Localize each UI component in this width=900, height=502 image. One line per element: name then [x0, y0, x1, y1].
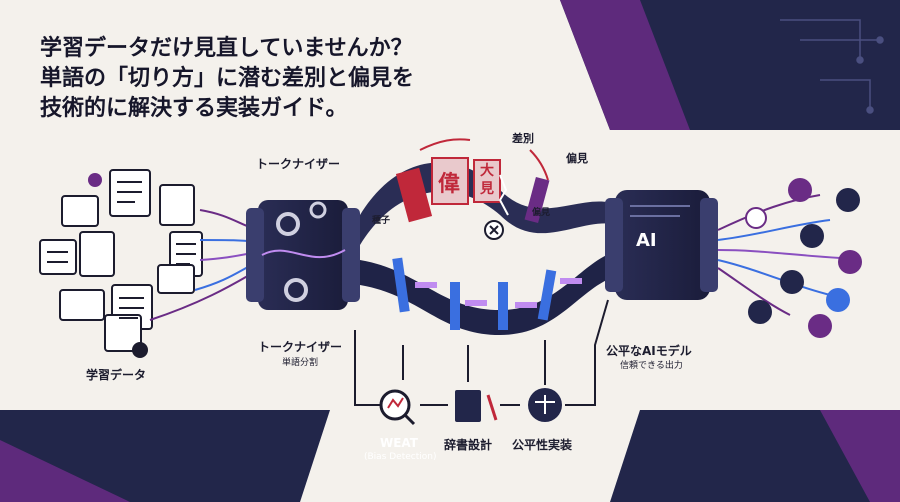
tokenizer-label-bottom: トークナイザー [258, 340, 343, 354]
document-icon [104, 314, 142, 352]
chat-icon [61, 195, 99, 227]
corner-bottom-right-accent [820, 410, 900, 502]
biased-tokens [395, 157, 550, 240]
profile-card-icon [159, 184, 195, 226]
headline-line-1: 学習データだけ見直していませんか？ [40, 36, 413, 61]
bias-arrows [419, 138, 549, 181]
weat-sub-label: (Bias Detection) [364, 452, 437, 462]
discrimination-label: 差別 [512, 132, 534, 145]
headline: 学習データだけ見直していませんか？ 単語の「切り方」に潜む差別と偏見を 技術的に… [40, 34, 414, 124]
user-icons [745, 178, 862, 338]
token-great: 偉 [438, 172, 461, 197]
token-child-tag: 種子 [372, 216, 391, 226]
fair-ai-sub-label: 信頼できる出力 [620, 361, 683, 371]
circuit-pattern [780, 19, 884, 114]
dictionary-label: 辞書設計 [444, 438, 493, 452]
corner-top-accent [560, 0, 690, 130]
tokenizer-machine [246, 200, 360, 310]
user-icon [838, 250, 862, 274]
user-icon [836, 188, 860, 212]
chart-card-icon [79, 231, 115, 277]
user-icon [808, 314, 832, 338]
fair-token-band [360, 250, 620, 335]
headline-line-3: 技術的に解決する実装ガイド。 [40, 96, 348, 121]
user-icon [826, 288, 850, 312]
dictionary-icon [455, 390, 481, 422]
document-icon [39, 239, 77, 275]
token-big: 大 [480, 163, 494, 179]
token-see: 見 [480, 181, 494, 197]
document-lines [47, 181, 196, 319]
training-data-label: 学習データ [86, 368, 147, 382]
tool-pipeline [354, 299, 609, 426]
chat-icon [59, 289, 105, 321]
user-icon [800, 224, 824, 248]
fair-ai-label: 公平なAIモデル [606, 344, 692, 358]
fair-tokens [392, 257, 582, 330]
output-streams [717, 194, 841, 316]
note-icon [157, 264, 195, 294]
fairness-label: 公平性実装 [512, 438, 573, 452]
magnifier-icon [379, 389, 411, 421]
tokenizer-sub-label: 単語分割 [282, 358, 319, 368]
dot-icon [88, 173, 102, 187]
tokenizer-label-top: トークナイザー [256, 157, 341, 171]
biased-token-band [360, 162, 620, 245]
corner-bottom-right [610, 410, 900, 502]
pen-icon [486, 394, 498, 421]
prejudice-label: 偏見 [566, 152, 588, 165]
user-icon [780, 270, 804, 294]
prejudice-tag: 偏見 [532, 208, 551, 218]
corner-bottom-left-accent [0, 440, 130, 502]
corner-bottom-left [0, 410, 330, 502]
gear-icon [309, 201, 327, 219]
user-icon [748, 300, 772, 324]
weat-label: WEAT [380, 436, 418, 450]
document-icons [39, 169, 203, 358]
user-icon [788, 178, 812, 202]
gear-icon [276, 212, 300, 236]
pie-chart-icon [132, 342, 148, 358]
headline-line-2: 単語の「切り方」に潜む差別と偏見を [40, 66, 415, 91]
crack-icon [498, 174, 509, 216]
ai-badge: AI [636, 230, 657, 251]
atom-icon [745, 207, 767, 229]
gear-icon [284, 278, 308, 302]
ai-model [605, 190, 718, 300]
